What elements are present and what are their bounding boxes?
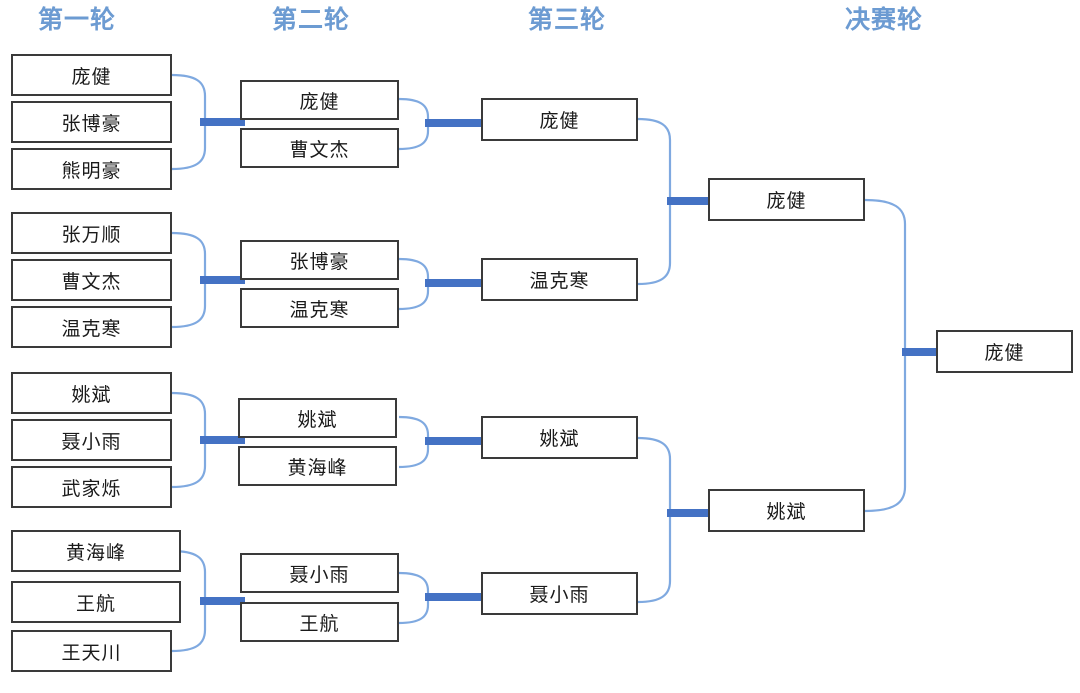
round1-player-box[interactable]: 武家烁 [11, 466, 172, 508]
feed-bar-r3-bottom [667, 509, 712, 517]
round1-player-box[interactable]: 姚斌 [11, 372, 172, 414]
r2-bracket-4 [398, 571, 430, 625]
round1-player-box[interactable]: 庞健 [11, 54, 172, 96]
round3-player-box[interactable]: 庞健 [481, 98, 638, 141]
round1-player-box[interactable]: 王天川 [11, 630, 172, 672]
round2-player-box[interactable]: 温克寒 [240, 288, 399, 328]
feed-bar-r2-g1 [425, 119, 485, 127]
feed-bar-r2-g4 [425, 593, 485, 601]
round3-player-box[interactable]: 姚斌 [481, 416, 638, 459]
round1-player-box[interactable]: 熊明豪 [11, 148, 172, 190]
round1-player-box[interactable]: 张博豪 [11, 101, 172, 143]
r2-bracket-1 [398, 97, 430, 151]
r2-bracket-3 [398, 415, 430, 469]
r3-bracket-1 [637, 117, 672, 286]
feed-bar-r1-g2 [200, 276, 245, 284]
round-title-3: 第三轮 [528, 7, 607, 34]
round2-player-box[interactable]: 姚斌 [238, 398, 397, 438]
round-title-4: 决赛轮 [845, 7, 924, 34]
round1-player-box[interactable]: 曹文杰 [11, 259, 172, 301]
round-title-1: 第一轮 [38, 7, 117, 34]
round2-player-box[interactable]: 聂小雨 [240, 553, 399, 593]
round1-player-box[interactable]: 黄海峰 [11, 530, 181, 572]
round-title-2: 第二轮 [272, 7, 351, 34]
final-bracket [864, 198, 907, 513]
feed-bar-r3-top [667, 197, 712, 205]
round1-player-box[interactable]: 张万顺 [11, 212, 172, 254]
round1-player-box[interactable]: 王航 [11, 581, 181, 623]
round2-player-box[interactable]: 曹文杰 [240, 128, 399, 168]
feed-bar-final [902, 348, 942, 356]
feed-bar-r1-g4 [200, 597, 245, 605]
r2-bracket-2 [398, 257, 430, 311]
round2-player-box[interactable]: 庞健 [240, 80, 399, 120]
semifinal-player-box[interactable]: 庞健 [708, 178, 865, 221]
round2-player-box[interactable]: 张博豪 [240, 240, 399, 280]
round3-player-box[interactable]: 聂小雨 [481, 572, 638, 615]
round1-player-box[interactable]: 温克寒 [11, 306, 172, 348]
r3-bracket-2 [637, 436, 672, 604]
feed-bar-r2-g2 [425, 279, 485, 287]
round2-player-box[interactable]: 王航 [240, 602, 399, 642]
champion-box[interactable]: 庞健 [936, 330, 1073, 373]
feed-bar-r1-g1 [200, 118, 245, 126]
feed-bar-r1-g3 [200, 436, 245, 444]
round1-player-box[interactable]: 聂小雨 [11, 419, 172, 461]
feed-bar-r2-g3 [425, 437, 485, 445]
round3-player-box[interactable]: 温克寒 [481, 258, 638, 301]
semifinal-player-box[interactable]: 姚斌 [708, 489, 865, 532]
round2-player-box[interactable]: 黄海峰 [238, 446, 397, 486]
